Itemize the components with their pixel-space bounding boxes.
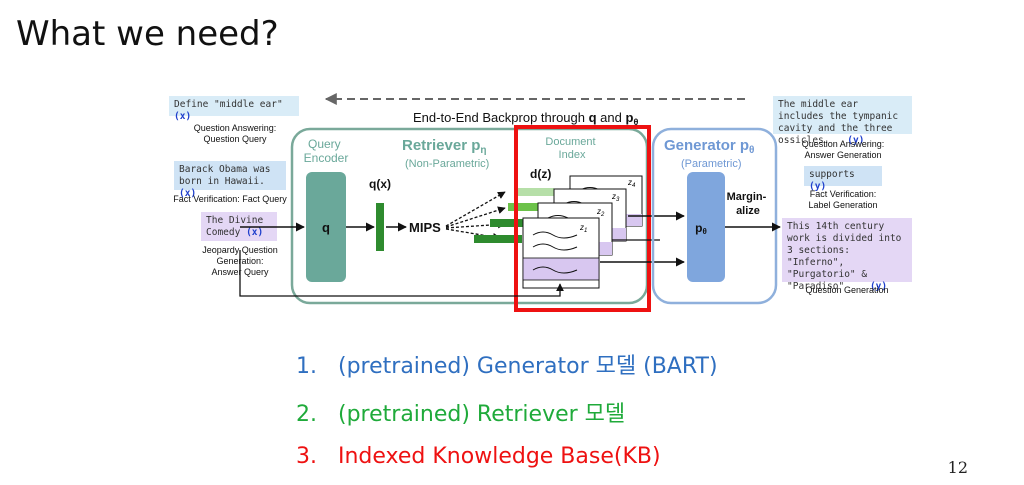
mips-arrow-2 (445, 206, 506, 228)
requirement-text: Indexed Knowledge Base(KB) (338, 444, 661, 469)
query-vector-bar (376, 203, 384, 251)
requirement-item-1: 1. (pretrained) Generator 모델 (BART) (296, 348, 718, 380)
query-encoder-label: Query Encoder (304, 137, 349, 165)
output-box-qa: The middle ear includes the tympanic cav… (773, 96, 912, 146)
generator-container (651, 127, 778, 305)
rag-architecture-diagram: End-to-End Backprop through q and pθ Que… (239, 93, 781, 312)
slide-title: What we need? (16, 14, 279, 54)
highlight-box (514, 125, 651, 312)
query-passthrough-line (239, 250, 564, 297)
caption-line: Fact Verification: (809, 189, 877, 199)
requirement-number: 2. (296, 402, 317, 427)
requirement-number: 3. (296, 444, 317, 469)
caption-line: Question Answering: (801, 139, 885, 149)
output-caption-jeopardy: Question Generation (772, 285, 922, 296)
requirement-item-3: 3. Indexed Knowledge Base(KB) (296, 444, 661, 469)
svg-text:z3: z3 (611, 192, 620, 203)
output-box-jeopardy: This 14th century work is divided into 3… (782, 218, 912, 292)
generator-block (687, 172, 725, 282)
generator-subtitle: (Parametric) (681, 158, 742, 170)
requirement-item-2: 2. (pretrained) Retriever 모델 (296, 396, 625, 428)
mips-label: MIPS (409, 220, 441, 235)
generator-title: Generator pθ (664, 137, 754, 156)
output-tag: (y) (869, 281, 888, 292)
qx-label: q(x) (369, 177, 391, 191)
output-tag: (y) (847, 135, 865, 146)
output-tag: (y) (809, 181, 827, 192)
output-text: supports (809, 169, 855, 180)
output-text: The middle ear includes the tympanic cav… (778, 99, 899, 146)
caption-line: Fact Verification: Fact Query (173, 194, 287, 204)
caption-line: Question Generation (805, 285, 889, 295)
requirement-number: 1. (296, 354, 317, 379)
requirement-text: (pretrained) Retriever 모델 (338, 402, 626, 427)
caption-line: Question Query (203, 134, 267, 144)
doc-vector-2 (508, 203, 548, 211)
retriever-title: Retriever pη (402, 137, 486, 156)
output-caption-fact: Fact Verification: Label Generation (772, 189, 914, 211)
output-box-fact: supports (y) (804, 166, 882, 192)
dz-label: d(z) (530, 167, 551, 181)
doc-vector-1 (514, 188, 554, 196)
output-caption-qa: Question Answering: Answer Generation (772, 139, 914, 161)
svg-text:z4: z4 (627, 178, 636, 189)
backprop-label: End-to-End Backprop through q and pθ (413, 110, 638, 127)
caption-line: Label Generation (808, 200, 878, 210)
query-caption-qa: Question Answering: Question Query (165, 123, 305, 145)
doc-card-1: z1 (522, 217, 600, 289)
page-number: 12 (947, 458, 968, 477)
query-tag: (x) (246, 227, 264, 238)
caption-line: Question Answering: (193, 123, 277, 133)
query-encoder-block (306, 172, 346, 282)
query-box-fact: Barack Obama was born in Hawaii. (x) (174, 161, 286, 199)
query-tag: (x) (174, 111, 192, 122)
mips-arrow-1 (445, 191, 506, 227)
query-box-qa: Define "middle ear" (x) (169, 96, 299, 122)
caption-line: Answer Generation (804, 150, 882, 160)
requirement-text: (pretrained) Generator 모델 (BART) (338, 354, 718, 379)
query-caption-fact: Fact Verification: Fact Query (160, 194, 300, 205)
query-tag: (x) (179, 188, 197, 199)
svg-text:z2: z2 (596, 207, 605, 218)
p-label: pθ (695, 221, 707, 236)
svg-text:z1: z1 (579, 223, 587, 234)
document-index-label: Document Index (545, 136, 598, 161)
marginalize-label: Margin- alize (727, 191, 770, 217)
retriever-subtitle: (Non-Parametric) (405, 158, 489, 170)
query-text: Define "middle ear" (174, 99, 283, 110)
doc-vector-3 (490, 219, 532, 227)
q-label: q (322, 220, 330, 235)
output-text: This 14th century work is divided into 3… (787, 221, 902, 292)
doc-vector-4 (474, 235, 522, 243)
query-text: Barack Obama was born in Hawaii. (179, 164, 271, 187)
query-text: The Divine Comedy (206, 215, 264, 238)
